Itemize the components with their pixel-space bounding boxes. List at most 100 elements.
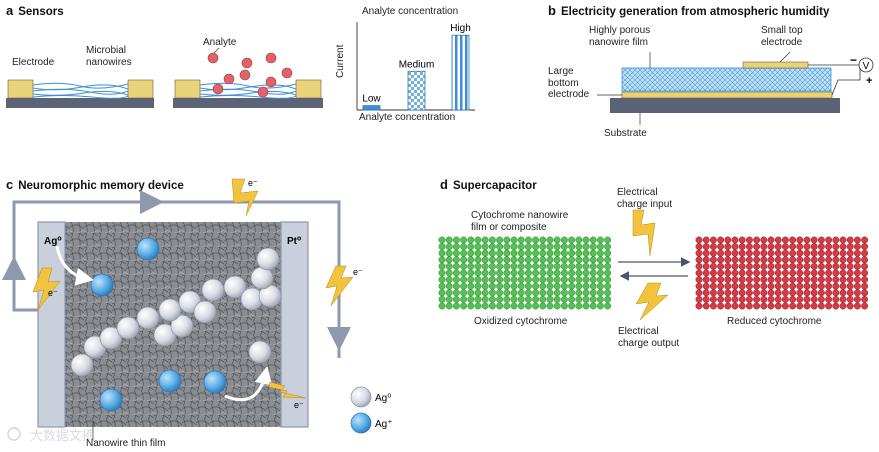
oxidized-cytochrome-unit (589, 269, 597, 277)
oxidized-cytochrome-unit (496, 276, 504, 284)
reduced-cytochrome-unit (817, 289, 825, 297)
oxidized-cytochrome-unit (589, 262, 597, 270)
reduced-cytochrome-unit (853, 249, 861, 257)
oxidized-cytochrome-unit (503, 262, 511, 270)
oxidized-cytochrome-unit (589, 236, 597, 244)
reduced-cytochrome-unit (760, 289, 768, 297)
panel-title-text: Supercapacitor (452, 180, 537, 192)
plus-sign: + (866, 75, 872, 87)
oxidized-cytochrome-unit (553, 276, 561, 284)
reduced-cytochrome-unit (774, 302, 782, 310)
reduced-cytochrome-unit (796, 269, 804, 277)
oxidized-cytochrome-unit (496, 289, 504, 297)
humidity-substrate (610, 98, 840, 113)
oxidized-cytochrome-unit (532, 289, 540, 297)
oxidized-cytochrome-unit (596, 262, 604, 270)
oxidized-cytochrome-unit (452, 282, 460, 290)
reduced-cytochrome-unit (774, 276, 782, 284)
oxidized-cytochrome-unit (438, 249, 446, 257)
reduced-cytochrome-unit (745, 236, 753, 244)
reduced-cytochrome-unit (709, 276, 717, 284)
oxidized-cytochrome-unit (589, 249, 597, 257)
reduced-cytochrome-unit (731, 269, 739, 277)
oxidized-cytochrome-unit (560, 249, 568, 257)
oxidized-cytochrome-unit (503, 289, 511, 297)
oxidized-cytochrome-unit (582, 249, 590, 257)
sensor-substrate (6, 98, 154, 108)
oxidized-cytochrome-unit (460, 249, 468, 257)
panel-letter: d (440, 177, 448, 192)
reduced-cytochrome-unit (839, 236, 847, 244)
oxidized-cytochrome-unit (546, 249, 554, 257)
reduced-cytochrome-unit (738, 256, 746, 264)
reduced-cytochrome-unit (817, 243, 825, 251)
oxidized-cytochrome-unit (460, 282, 468, 290)
reduced-cytochrome-unit (774, 269, 782, 277)
oxidized-cytochrome-unit (524, 249, 532, 257)
reduced-cytochrome-unit (774, 243, 782, 251)
oxidized-cytochrome-unit (532, 249, 540, 257)
legend-ag-zero-swatch (350, 386, 372, 408)
reduced-cytochrome-unit (789, 276, 797, 284)
oxidized-cytochrome-unit (488, 302, 496, 310)
chart-xlabel: Analyte concentration (359, 112, 456, 123)
oxidized-cytochrome-unit (532, 262, 540, 270)
sensor-with-analyte (173, 47, 323, 108)
oxidized-cytochrome-unit (467, 302, 475, 310)
voltmeter-label: V (863, 61, 870, 72)
oxidized-cytochrome-unit (488, 269, 496, 277)
electron-label: e⁻ (353, 267, 363, 277)
oxidized-cytochrome-unit (604, 243, 612, 251)
nanowires-label: Microbial nanowires (86, 45, 132, 68)
sensor-electrode-right (295, 79, 322, 99)
reduced-cytochrome-unit (853, 289, 861, 297)
reduced-cytochrome-unit (717, 282, 725, 290)
reduced-cytochrome-unit (738, 243, 746, 251)
reduced-cytochrome-unit (753, 243, 761, 251)
reduced-cytochrome-unit (789, 256, 797, 264)
oxidized-cytochrome-unit (539, 269, 547, 277)
reduced-cytochrome-unit (796, 243, 804, 251)
reduced-cytochrome-unit (832, 289, 840, 297)
electron-label: e⁻ (294, 400, 304, 410)
oxidized-cytochrome-unit (596, 282, 604, 290)
oxidation-arrow (55, 245, 94, 286)
reduced-cytochrome-unit (717, 289, 725, 297)
oxidized-cytochrome-unit (539, 276, 547, 284)
oxidized-cytochrome-unit (539, 249, 547, 257)
oxidized-cytochrome-unit (438, 282, 446, 290)
reduced-cytochrome-unit (781, 276, 789, 284)
reduced-cytochrome-unit (745, 289, 753, 297)
reduced-cytochrome-unit (846, 256, 854, 264)
oxidized-cytochrome-unit (474, 262, 482, 270)
reduced-cytochrome-unit (781, 243, 789, 251)
reduced-cytochrome-unit (753, 302, 761, 310)
reduced-cytochrome-unit (796, 289, 804, 297)
oxidized-cytochrome-unit (546, 295, 554, 303)
reduced-cytochrome-unit (789, 295, 797, 303)
reduced-cytochrome-unit (789, 282, 797, 290)
reduced-cytochrome-unit (832, 249, 840, 257)
reduced-cytochrome-unit (781, 256, 789, 264)
bolt-icon (632, 209, 656, 257)
reduced-cytochrome-unit (760, 262, 768, 270)
reduced-cytochrome-unit (702, 269, 710, 277)
reduced-cytochrome-unit (825, 243, 833, 251)
oxidized-cytochrome-unit (481, 236, 489, 244)
oxidized-cytochrome-unit (488, 276, 496, 284)
oxidized-cytochrome-unit (553, 282, 561, 290)
oxidized-cytochrome-unit (532, 269, 540, 277)
reduced-cytochrome-unit (738, 262, 746, 270)
reduced-cytochrome-unit (709, 282, 717, 290)
oxidized-cytochrome-unit (481, 243, 489, 251)
reduced-cytochrome-unit (832, 243, 840, 251)
oxidized-cytochrome-unit (460, 262, 468, 270)
oxidized-cytochrome-unit (488, 289, 496, 297)
oxidized-cytochrome-unit (467, 243, 475, 251)
ag-electrode (37, 221, 66, 428)
oxidized-cytochrome-unit (438, 236, 446, 244)
oxidized-cytochrome-unit (467, 295, 475, 303)
oxidized-cytochrome-unit (589, 243, 597, 251)
